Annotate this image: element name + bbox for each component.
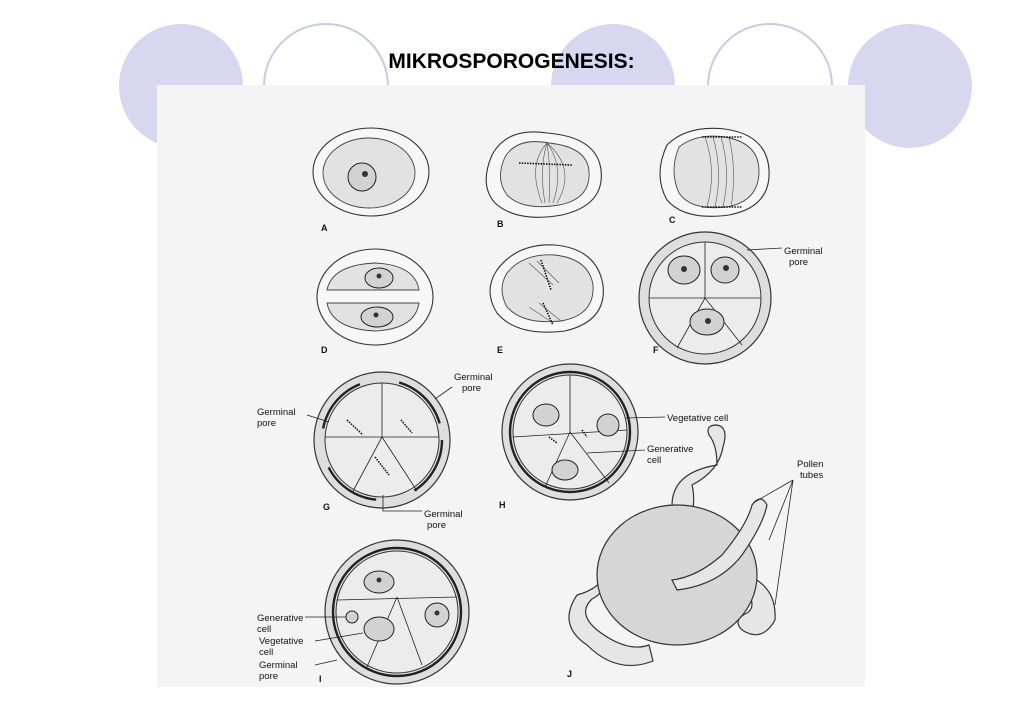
stage-i-vegetative-pointer <box>314 632 364 642</box>
stage-g-left-pointer <box>306 414 330 423</box>
deco-circle-5 <box>848 24 972 148</box>
stage-f-germinal-label-2: pore <box>789 257 808 268</box>
page-title: MIKROSPOROGENESIS: <box>388 50 635 73</box>
stage-g-top-label-2: pore <box>462 383 481 394</box>
stage-h-generative-pointer <box>586 449 646 454</box>
plate-illustration: A B C D <box>257 127 823 685</box>
stage-g-top-label-1: Germinal <box>454 372 493 383</box>
microsporogenesis-plate: A B C D <box>157 85 865 687</box>
stage-g-left-label-2: pore <box>257 418 276 429</box>
stage-b-letter: B <box>497 219 504 229</box>
stage-g-letter: G <box>323 502 330 512</box>
stage-f-tetrad <box>638 231 772 365</box>
stage-e-letter: E <box>497 345 503 355</box>
stage-a-letter: A <box>321 223 328 233</box>
stage-g-tetrad <box>313 371 451 509</box>
stage-h-vegetative-label: Vegetative cell <box>667 413 728 424</box>
stage-e-cell <box>489 244 604 333</box>
stage-g-bottom-pointer <box>382 495 422 512</box>
stage-i-generative-label-1: Generative <box>257 613 303 624</box>
stage-h-tetrad <box>501 363 639 501</box>
stage-h-letter: H <box>499 500 506 510</box>
stage-d-cell <box>316 248 434 346</box>
stage-i-pore-pointer <box>314 659 338 666</box>
stage-b-cell <box>485 131 602 218</box>
stage-i-pore-label-1: Germinal <box>259 660 298 671</box>
stage-h-vegetative-pointer <box>624 416 666 419</box>
stage-j-letter: J <box>567 669 572 679</box>
stage-g-top-pointer <box>434 386 453 400</box>
stage-g-left-label-1: Germinal <box>257 407 296 418</box>
stage-f-letter: F <box>653 345 659 355</box>
stage-h-generative-label-2: cell <box>647 455 661 466</box>
stage-j-pollen-label-2: tubes <box>800 470 823 481</box>
stage-a-cell <box>312 127 430 217</box>
stage-c-cell <box>659 127 770 217</box>
stage-g-bottom-label-1: Germinal <box>424 509 463 520</box>
stage-i-pore-label-2: pore <box>259 671 278 682</box>
stage-g-bottom-label-2: pore <box>427 520 446 531</box>
stage-i-vegetative-label-2: cell <box>259 647 273 658</box>
stage-f-germinal-label-1: Germinal <box>784 246 823 257</box>
stage-j-germinated-pollen <box>568 424 776 667</box>
stage-c-letter: C <box>669 215 676 225</box>
stage-i-tetrad <box>324 539 470 685</box>
stage-h-generative-label-1: Generative <box>647 444 693 455</box>
stage-i-vegetative-label-1: Vegetative <box>259 636 303 647</box>
stage-i-generative-label-2: cell <box>257 624 271 635</box>
stage-j-tube-pointers <box>752 479 794 606</box>
stage-i-letter: I <box>319 674 322 684</box>
stage-f-pore-pointer <box>746 247 783 251</box>
stage-d-letter: D <box>321 345 328 355</box>
stage-j-pollen-label-1: Pollen <box>797 459 823 470</box>
